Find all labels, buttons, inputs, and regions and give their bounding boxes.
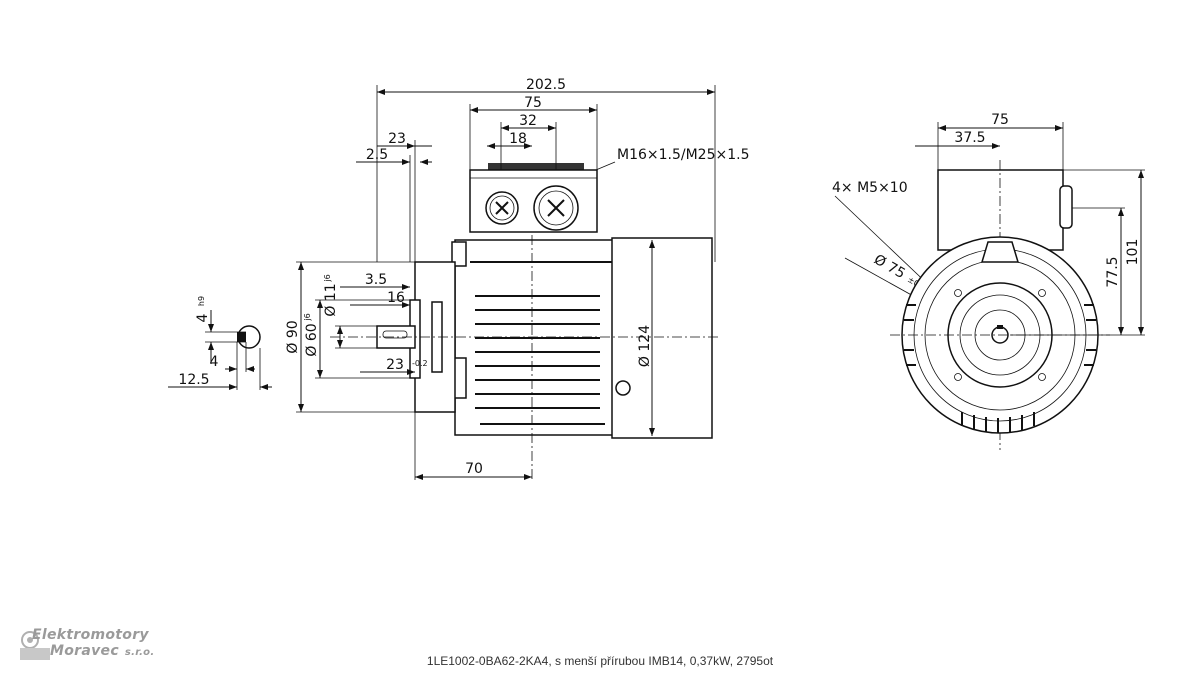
shaft-tolerance: j6 — [323, 274, 332, 282]
shaft-length-tol: -0.2 — [412, 359, 428, 368]
dim-key-height: 4 — [210, 354, 219, 370]
dim-flange-thickness: 2.5 — [366, 147, 388, 163]
dim-flange-offset: 23 — [388, 131, 406, 147]
dim-gland-spacing: 32 — [519, 113, 537, 129]
key-detail: 4 h9 4 12.5 — [168, 296, 272, 390]
gland-large-icon — [533, 185, 579, 231]
dim-body-diameter: Ø 124 — [637, 325, 653, 367]
dim-gland-offset: 18 — [509, 131, 527, 147]
logo-name: Moravec — [50, 643, 119, 659]
dim-overall-length: 202.5 — [526, 77, 566, 93]
logo-line2: Moravec s.r.o. — [50, 643, 154, 659]
company-logo — [20, 631, 50, 660]
dim-flange-diameter: Ø 90 — [285, 320, 301, 353]
side-view: 202.5 75 32 18 23 2.5 M16×1.5/M25×1.5 — [285, 77, 750, 480]
dim-end-box-width: 75 — [991, 112, 1009, 128]
dim-spigot-diameter: Ø 60 — [304, 323, 320, 356]
dim-box-width: 75 — [524, 95, 542, 111]
logo-line1: Elektromotory — [32, 627, 149, 643]
spigot-tolerance: j6 — [303, 313, 312, 321]
end-view: 75 37.5 4× M5×10 Ø 75 ±0.2 — [832, 112, 1145, 450]
dim-shaft-shoulder: 16 — [387, 290, 405, 306]
label-pcd: Ø 75 — [871, 252, 908, 283]
shaft — [330, 325, 720, 349]
end-frame — [890, 236, 1110, 434]
gland-small-icon — [485, 191, 519, 225]
dim-end-box-half: 37.5 — [954, 130, 985, 146]
dim-shaft-length: 23 — [386, 357, 404, 373]
dim-shaft-diameter: Ø 11 — [323, 283, 339, 316]
drawing-caption: 1LE1002-0BA62-2KA4, s menší přírubou IMB… — [426, 654, 774, 668]
dim-height-box: 101 — [1125, 239, 1141, 266]
label-cable-glands: M16×1.5/M25×1.5 — [617, 147, 750, 163]
motor-body — [451, 235, 713, 480]
dim-height-axis: 77.5 — [1105, 256, 1121, 287]
logo-suffix: s.r.o. — [124, 647, 155, 658]
dim-shaft-height: 12.5 — [178, 372, 209, 388]
dim-spigot-depth: 3.5 — [365, 272, 387, 288]
label-holes: 4× M5×10 — [832, 180, 908, 196]
dim-key-width: 4 — [195, 313, 211, 322]
dim-foot-distance: 70 — [465, 461, 483, 477]
key-tolerance: h9 — [197, 296, 206, 306]
